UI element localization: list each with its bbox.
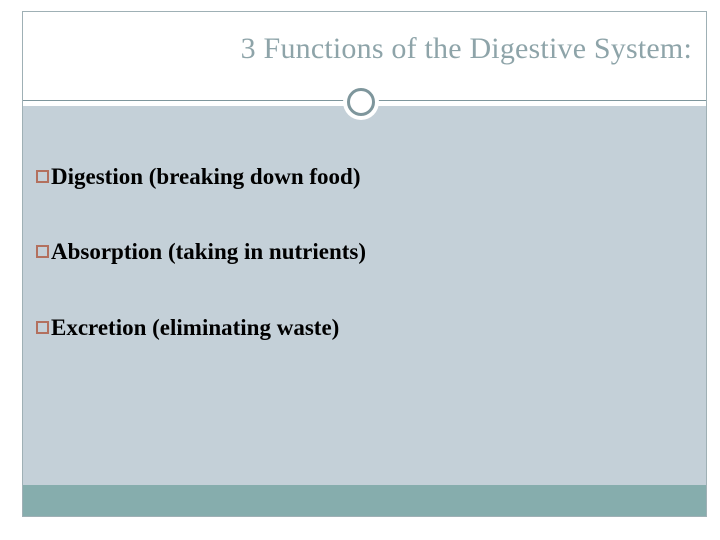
list-item-label: Absorption (taking in nutrients) [51, 239, 367, 265]
slide-footer-bar [23, 485, 706, 516]
list-item: Excretion (eliminating waste) [36, 315, 686, 340]
bullet-list: Digestion (breaking down food) Absorptio… [36, 164, 686, 390]
circle-ring-icon [343, 84, 379, 120]
hollow-square-bullet-icon [36, 245, 49, 259]
list-item: Absorption (taking in nutrients) [36, 239, 686, 264]
list-item-label: Excretion (eliminating waste) [51, 314, 340, 340]
list-item-label: Digestion (breaking down food) [51, 164, 361, 189]
circle-ring-stroke [347, 88, 375, 116]
hollow-square-bullet-icon [36, 320, 49, 334]
slide-canvas: 3 Functions of the Digestive System: Dig… [22, 11, 707, 517]
list-item: Digestion (breaking down food) [36, 164, 686, 189]
hollow-square-bullet-icon [36, 170, 49, 183]
slide-title: 3 Functions of the Digestive System: [240, 32, 692, 65]
slide-body: Digestion (breaking down food) Absorptio… [23, 106, 706, 516]
